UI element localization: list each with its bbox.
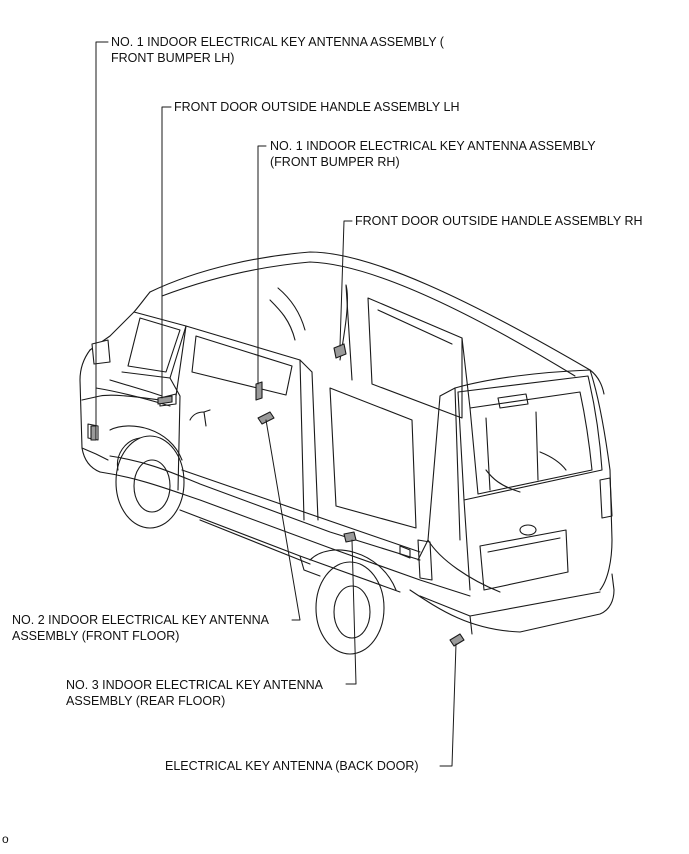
- callout-antenna-back-door: ELECTRICAL KEY ANTENNA (BACK DOOR): [165, 758, 419, 774]
- leader-antenna-front-bumper-lh: [96, 42, 108, 428]
- van-body: [80, 252, 614, 654]
- callout-handle-rh: FRONT DOOR OUTSIDE HANDLE ASSEMBLY RH: [355, 213, 643, 229]
- callout-antenna-front-floor: NO. 2 INDOOR ELECTRICAL KEY ANTENNA ASSE…: [12, 612, 269, 644]
- callout-handle-lh: FRONT DOOR OUTSIDE HANDLE ASSEMBLY LH: [174, 99, 459, 115]
- callout-antenna-rear-floor: NO. 3 INDOOR ELECTRICAL KEY ANTENNA ASSE…: [66, 677, 323, 709]
- callout-line: NO. 3 INDOOR ELECTRICAL KEY ANTENNA: [66, 678, 324, 692]
- antenna-front-bumper-rh-part: [256, 382, 262, 400]
- leader-antenna-back-door: [440, 644, 456, 766]
- antenna-back-door-part: [450, 634, 464, 646]
- antenna-parts: [91, 344, 464, 646]
- antenna-rear-floor-part: [344, 532, 356, 542]
- callout-line: ASSEMBLY (FRONT FLOOR): [12, 629, 180, 643]
- leader-antenna-front-bumper-rh: [258, 146, 266, 384]
- handle-rh-part: [334, 344, 346, 358]
- callout-line: NO. 1 INDOOR ELECTRICAL KEY ANTENNA ASSE…: [270, 139, 596, 153]
- antenna-front-bumper-lh-part: [91, 426, 96, 440]
- antenna-front-floor-part: [258, 412, 274, 424]
- callout-line: ELECTRICAL KEY ANTENNA (BACK DOOR): [165, 759, 419, 773]
- handle-lh-part: [158, 396, 172, 404]
- callout-line: NO. 2 INDOOR ELECTRICAL KEY ANTENNA: [12, 613, 270, 627]
- leader-antenna-front-floor: [266, 420, 300, 620]
- callout-line: FRONT DOOR OUTSIDE HANDLE ASSEMBLY LH: [174, 100, 460, 114]
- callout-line: FRONT DOOR OUTSIDE HANDLE ASSEMBLY RH: [355, 214, 643, 228]
- callout-antenna-front-bumper-rh: NO. 1 INDOOR ELECTRICAL KEY ANTENNA ASSE…: [270, 138, 596, 170]
- callout-line: ASSEMBLY (REAR FLOOR): [66, 694, 226, 708]
- callout-line: FRONT BUMPER LH): [111, 51, 235, 65]
- leader-antenna-rear-floor: [346, 540, 356, 684]
- callout-line: (FRONT BUMPER RH): [270, 155, 400, 169]
- figure-code: o: [2, 832, 9, 846]
- leader-handle-rh: [340, 221, 352, 346]
- leader-handle-lh: [162, 107, 171, 398]
- leader-lines: [96, 42, 456, 766]
- callout-line: NO. 1 INDOOR ELECTRICAL KEY ANTENNA ASSE…: [111, 35, 444, 49]
- callout-antenna-front-bumper-lh: NO. 1 INDOOR ELECTRICAL KEY ANTENNA ASSE…: [111, 34, 444, 66]
